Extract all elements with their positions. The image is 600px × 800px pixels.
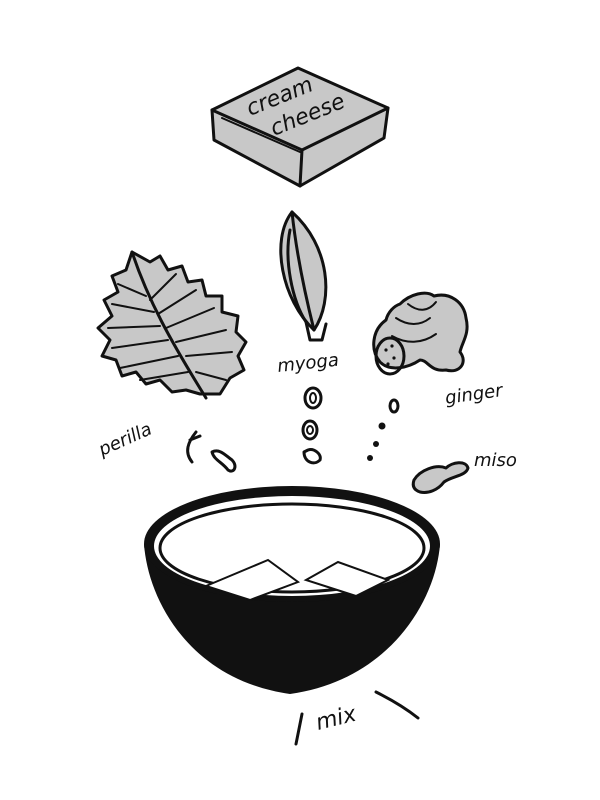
ginger-root-icon	[372, 291, 469, 376]
mix-label: mix	[313, 702, 359, 736]
perilla-label: perilla	[95, 419, 156, 461]
miso-icon	[411, 461, 470, 494]
perilla-chopped-bits	[186, 430, 237, 473]
mix-strokes	[294, 690, 420, 746]
myoga-slices	[301, 386, 323, 465]
cream-cheese-block-icon	[210, 66, 390, 188]
ginger-grated-dots	[367, 398, 400, 461]
miso-label: miso	[474, 450, 517, 471]
myoga-bud-icon	[279, 210, 328, 342]
myoga-label: myoga	[276, 350, 340, 377]
perilla-leaf-icon	[96, 250, 248, 400]
ginger-label: ginger	[444, 380, 506, 409]
mixing-bowl-icon	[144, 486, 440, 694]
